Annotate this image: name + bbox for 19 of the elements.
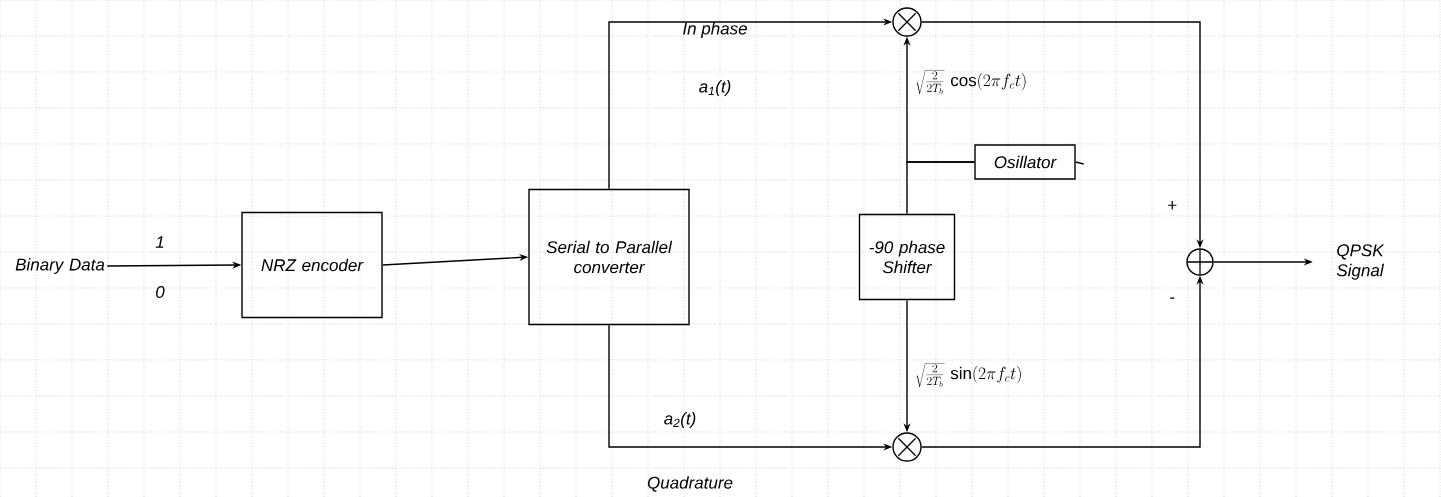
converter-box: Serial to Parallel converter: [528, 188, 690, 326]
bit-label: 0: [156, 285, 165, 298]
input-label: Binary Data: [15, 258, 105, 274]
multiplier-symbol: [892, 432, 922, 462]
edge-label: a$_{1}$(t): [697, 79, 733, 97]
edge-label: a$_{2}$(t): [662, 411, 698, 429]
formula-label: $\sqrt{\frac{2}{2T_b}}\,\sin(2\pi f_c t)$: [916, 363, 1021, 388]
signal-label: In phase: [683, 22, 747, 38]
sign-label: -: [1170, 297, 1175, 299]
bit-label: 1: [155, 236, 164, 248]
multiplier-symbol: [892, 7, 922, 37]
sign-label: +: [1168, 201, 1177, 210]
signal-label: Quadrature: [647, 476, 733, 492]
oscillator-box: Osillator: [974, 144, 1076, 180]
formula-label: $\sqrt{\frac{2}{2T_b}}\,\cos(2\pi f_c t)$: [916, 70, 1026, 95]
adder-symbol: [1186, 248, 1214, 276]
output-label: QPSK Signal: [1336, 244, 1385, 280]
encoder-box: NRZ encoder: [241, 211, 383, 319]
phase-shifter-box: -90 phase Shifter: [858, 213, 956, 301]
